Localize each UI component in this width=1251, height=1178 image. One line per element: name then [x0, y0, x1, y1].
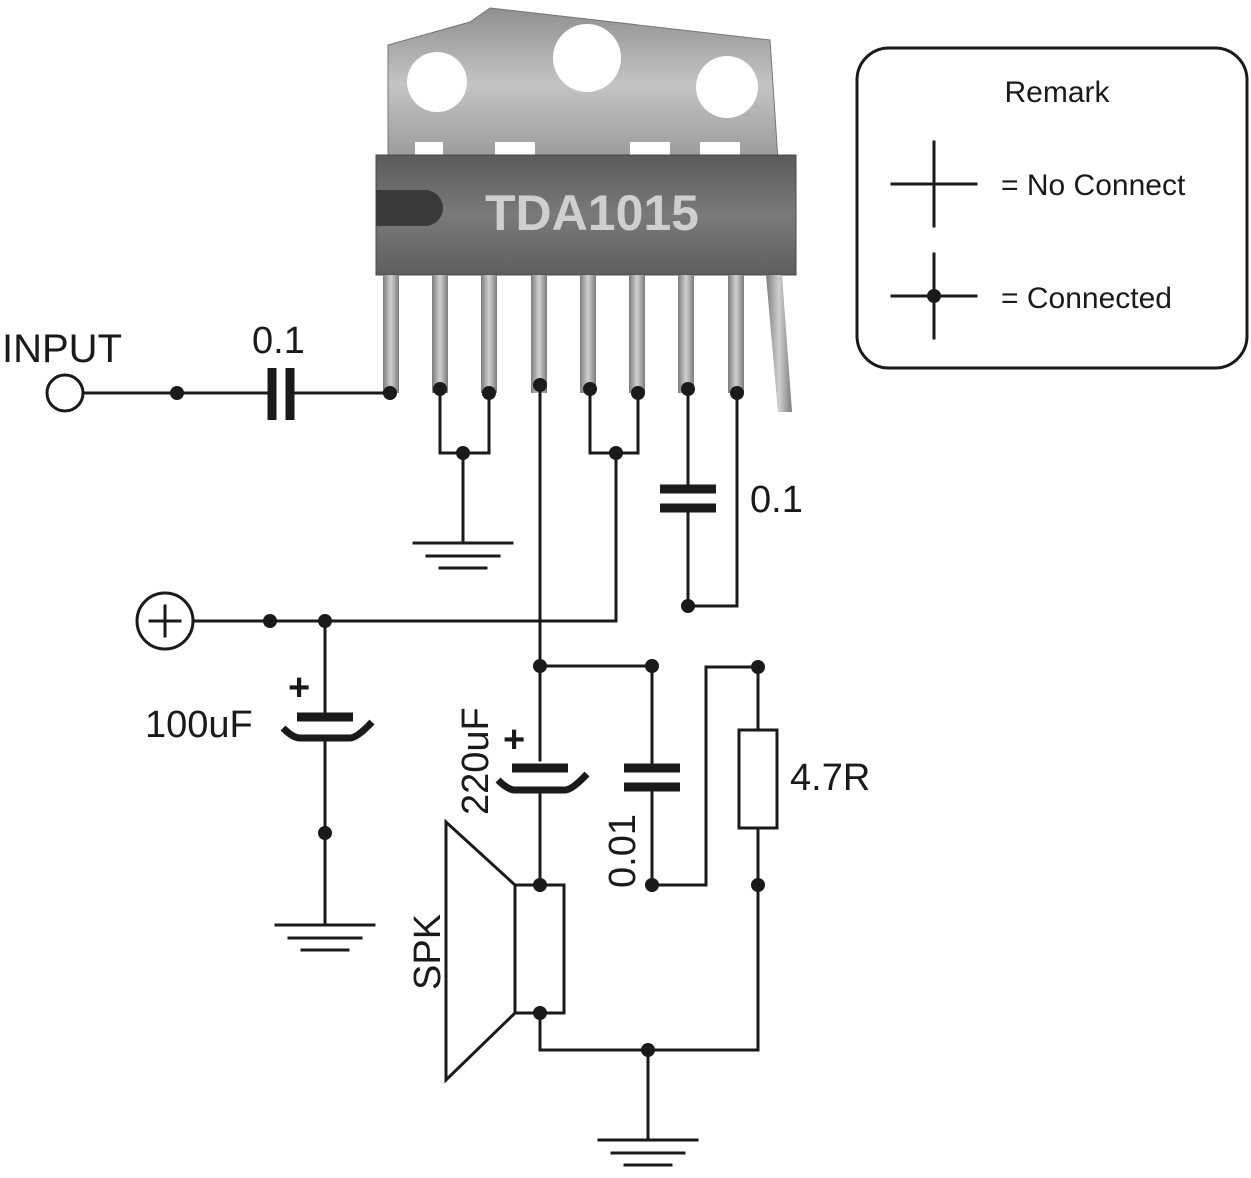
filter-capacitor: [624, 763, 680, 792]
resistor-label: 4.7R: [790, 757, 870, 799]
junction-dot: [681, 599, 695, 613]
chip-pin-3: [481, 275, 497, 393]
legend-connected: = Connected: [1001, 282, 1172, 315]
junction-dot: [609, 446, 623, 460]
speaker-label: SPK: [407, 914, 449, 990]
junction-dot: [170, 386, 184, 400]
pin-cap-label: 0.1: [750, 479, 803, 521]
ground-symbol-left: [274, 923, 376, 952]
connected-symbol: [890, 252, 978, 340]
junction-dot: [681, 382, 695, 396]
junction-dot: [730, 386, 744, 400]
ground-symbol-bottom: [597, 1138, 699, 1167]
chip-pin-6: [629, 275, 645, 393]
junction-dots: [170, 378, 765, 1057]
chip-pin-9: [766, 275, 792, 412]
junction-dot: [751, 660, 765, 674]
junction-dot: [533, 878, 547, 892]
junction-dot: [456, 446, 470, 460]
input-cap-label: 0.1: [252, 320, 305, 362]
mounting-hole-left: [407, 52, 467, 112]
junction-dot: [751, 878, 765, 892]
junction-dot: [482, 386, 496, 400]
chip-label: TDA1015: [485, 185, 699, 241]
junction-dot: [641, 1043, 655, 1057]
junction-dot: [263, 614, 277, 628]
input-label: INPUT: [2, 327, 122, 371]
chip-pin-7: [678, 275, 694, 393]
junction-dot: [631, 386, 645, 400]
legend-title: Remark: [1004, 76, 1110, 109]
output-cap-plus: +: [503, 719, 525, 761]
junction-dot: [533, 659, 547, 673]
mounting-hole-right: [696, 56, 758, 118]
legend-no-connect: = No Connect: [1001, 169, 1186, 202]
chip-notch: [376, 190, 443, 226]
junction-dot: [583, 382, 597, 396]
resistor: [737, 728, 779, 830]
speaker: [444, 818, 566, 1084]
tda1015-chip: TDA1015: [375, 7, 797, 412]
junction-dot: [383, 386, 397, 400]
junction-dot: [533, 378, 547, 392]
chip-pin-8: [728, 275, 744, 393]
no-connect-symbol: [890, 140, 978, 228]
input-terminal: [45, 373, 85, 413]
junction-dot: [318, 614, 332, 628]
junction-dot: [318, 826, 332, 840]
supply-terminal: [135, 591, 195, 651]
supply-cap-plus: +: [288, 667, 310, 709]
output-electrolytic-capacitor: [495, 763, 590, 794]
filter-cap-label: 0.01: [602, 814, 644, 888]
legend-box: Remark = No Connect = Connected: [855, 46, 1249, 370]
chip-pins: [383, 275, 792, 412]
ground-symbol-top: [412, 541, 514, 570]
junction-dot: [533, 1006, 547, 1020]
junction-dot: [433, 382, 447, 396]
chip-pin-1: [383, 275, 399, 393]
junction-dot: [645, 878, 659, 892]
mounting-hole-center: [553, 24, 621, 92]
chip-pin-2: [432, 275, 448, 393]
chip-pin-5: [580, 275, 596, 393]
output-cap-label: 220uF: [455, 707, 497, 815]
input-capacitor: [267, 368, 295, 420]
chip-pin-4: [531, 275, 547, 393]
junction-dot: [645, 659, 659, 673]
supply-electrolytic-capacitor: [280, 712, 375, 742]
supply-cap-label: 100uF: [145, 704, 253, 746]
pin-capacitor: [660, 484, 716, 513]
